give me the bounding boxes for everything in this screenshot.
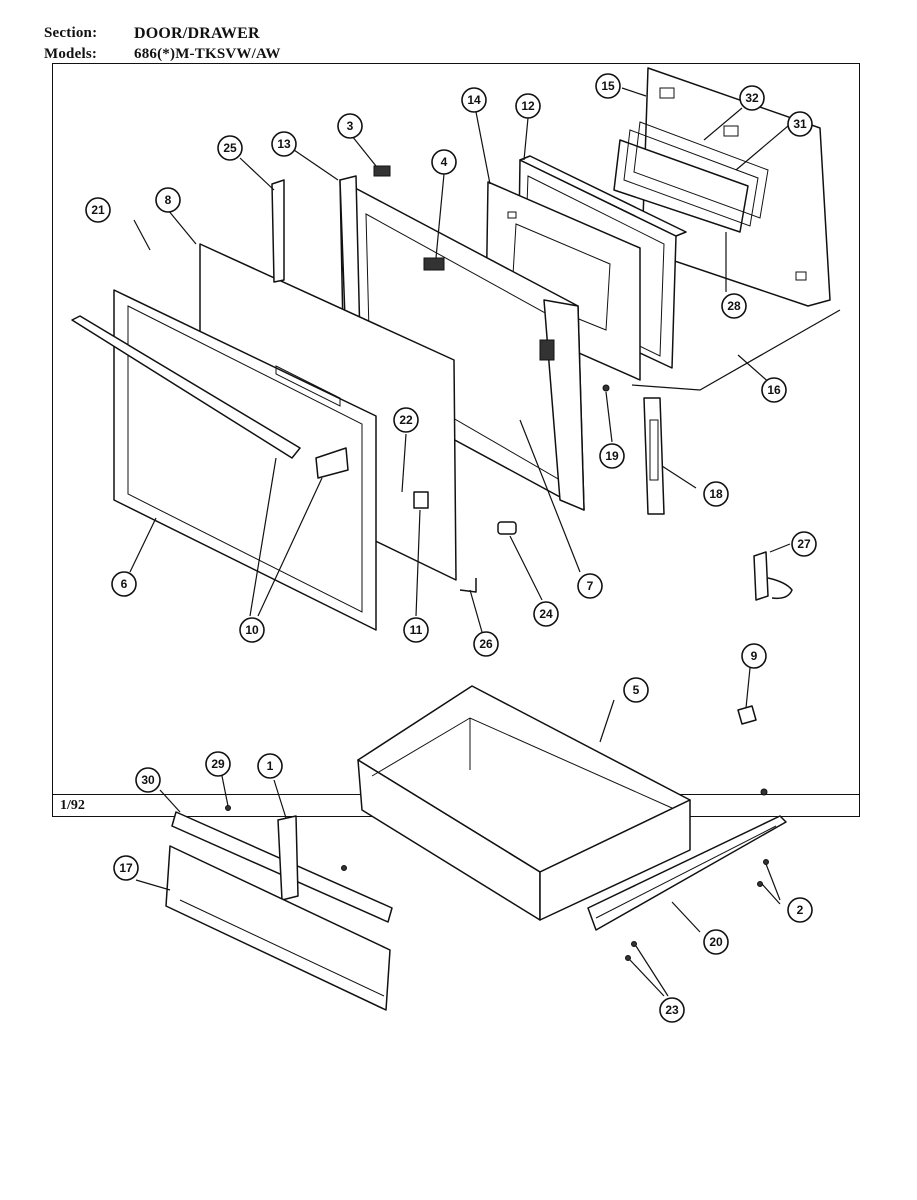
callout-17: 17 [113,855,139,881]
callout-19: 19 [599,443,625,469]
svg-text:17: 17 [119,861,133,875]
part-slide-screw [757,881,763,887]
svg-text:16: 16 [767,383,781,397]
section-value: DOOR/DRAWER [134,25,260,42]
svg-text:13: 13 [277,137,291,151]
models-label: Models: [44,46,98,62]
part-drawer-rod [277,815,299,901]
svg-text:30: 30 [141,773,155,787]
part-drawer-front-panel [165,845,391,1011]
callout-3: 3 [337,113,363,139]
svg-text:12: 12 [521,99,535,113]
callout-21: 21 [85,197,111,223]
svg-text:11: 11 [410,623,423,637]
part-small-bracket [413,491,429,509]
callout-29: 29 [205,751,231,777]
part-door-handle [71,315,349,479]
callout-18: 18 [703,481,729,507]
part-door-hinge [643,397,665,515]
callout-14: 14 [461,87,487,113]
svg-text:29: 29 [211,757,225,771]
callout-27: 27 [791,531,817,557]
callout-13: 13 [271,131,297,157]
svg-text:15: 15 [601,79,615,93]
svg-text:3: 3 [347,119,354,133]
callout-32: 32 [739,85,765,111]
svg-text:9: 9 [751,649,758,663]
svg-text:2: 2 [797,903,804,917]
svg-text:20: 20 [709,935,723,949]
part-inner-glass [613,121,769,233]
part-clip [373,165,391,177]
part-drawer-screw [341,865,347,871]
part-slide-screw [763,859,769,865]
callout-6: 6 [111,571,137,597]
callout-30: 30 [135,767,161,793]
part-rail-screw [631,941,637,947]
part-screw [602,384,610,392]
svg-text:4: 4 [441,155,448,169]
part-drawer-body [357,685,691,921]
callout-12: 12 [515,93,541,119]
callout-15: 15 [595,73,621,99]
part-glide-screw [760,788,768,796]
svg-text:32: 32 [745,91,759,105]
callout-8: 8 [155,187,181,213]
svg-text:31: 31 [793,117,807,131]
leader-lines [129,87,791,997]
part-drawer-screw [225,805,231,811]
callout-22: 22 [393,407,419,433]
callout-26: 26 [473,631,499,657]
callout-5: 5 [623,677,649,703]
svg-text:22: 22 [399,413,413,427]
svg-text:18: 18 [709,487,723,501]
part-bumper [497,521,517,535]
callout-28: 28 [721,293,747,319]
models-value: 686(*)M-TKSVW/AW [134,46,281,62]
svg-text:1: 1 [267,759,274,773]
callout-24: 24 [533,601,559,627]
callout-4: 4 [431,149,457,175]
callout-16: 16 [761,377,787,403]
svg-text:5: 5 [633,683,640,697]
svg-text:25: 25 [223,141,237,155]
svg-text:10: 10 [245,623,259,637]
svg-text:26: 26 [479,637,493,651]
svg-text:24: 24 [539,607,553,621]
callout-2: 2 [787,897,813,923]
svg-text:8: 8 [165,193,172,207]
callout-10: 10 [239,617,265,643]
callout-11: 11 [403,617,429,643]
callout-20: 20 [703,929,729,955]
svg-text:27: 27 [797,537,811,551]
part-drawer-slide [587,815,787,931]
svg-text:28: 28 [727,299,741,313]
callout-23: 23 [659,997,685,1023]
svg-text:19: 19 [605,449,619,463]
callout-1: 1 [257,753,283,779]
svg-text:6: 6 [121,577,128,591]
callout-7: 7 [577,573,603,599]
part-angle-clip [459,578,477,593]
footer-date: 1/92 [60,798,85,813]
svg-text:14: 14 [467,93,481,107]
callout-9: 9 [741,643,767,669]
part-rail-screw [625,955,631,961]
svg-text:7: 7 [587,579,594,593]
part-hinge-receptacle [753,551,793,601]
section-label: Section: [44,25,98,41]
svg-text:23: 23 [665,1003,679,1017]
part-side-strip [271,179,285,283]
callout-31: 31 [787,111,813,137]
part-glide-bracket [737,705,757,725]
part-door-liner [485,181,641,381]
callout-25: 25 [217,135,243,161]
svg-text:21: 21 [91,203,105,217]
